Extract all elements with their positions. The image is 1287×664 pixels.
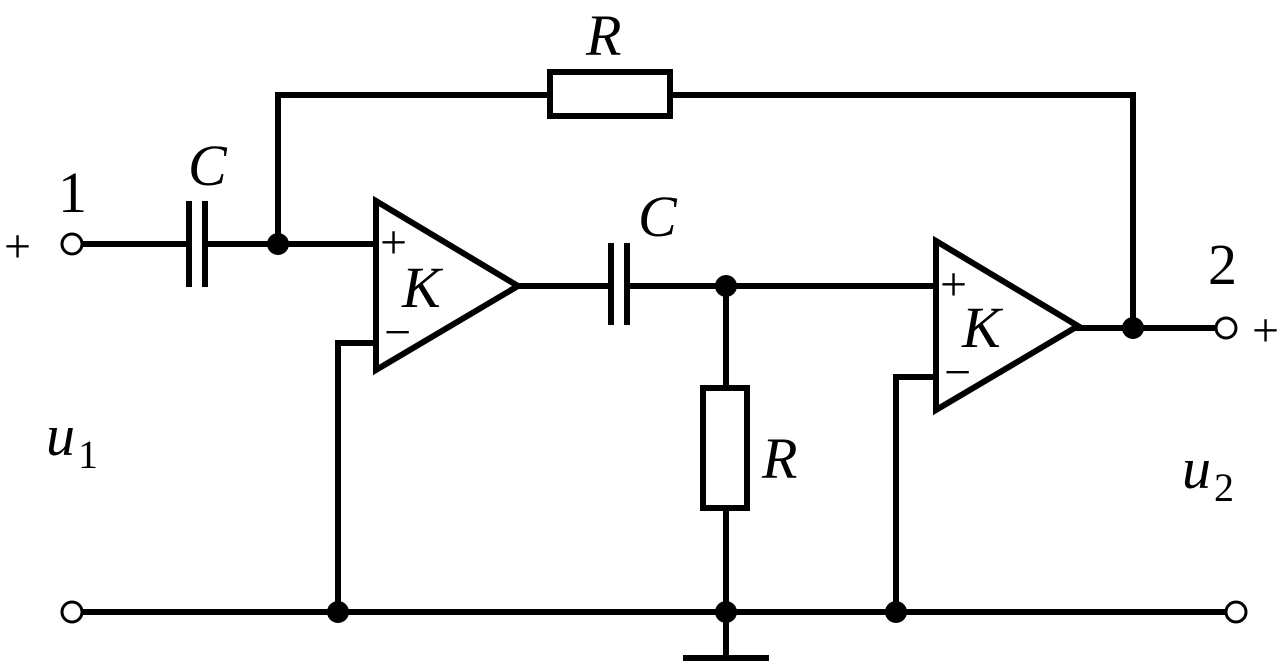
terminal-output-number: 2 [1208, 232, 1237, 297]
junction-node-gnd-1 [327, 601, 349, 623]
terminal-input-number: 1 [58, 160, 87, 225]
junction-node-gnd-3 [885, 601, 907, 623]
label-resistor-shunt: R [761, 426, 797, 491]
label-capacitor-input: C [188, 133, 228, 198]
terminal-input-sign: + [4, 220, 31, 273]
label-amplifier-1: K [401, 255, 444, 320]
opamp-1 [373, 195, 524, 376]
wire-feedback-right [667, 92, 1136, 331]
opamp-2-minus-sign: − [944, 346, 971, 399]
junction-node-out [1122, 317, 1144, 339]
voltage-label-input: u 1 [46, 403, 98, 477]
svg-text:2: 2 [1214, 465, 1234, 510]
junction-node-gnd-2 [715, 601, 737, 623]
opamp-1-plus-sign: + [380, 216, 407, 269]
junction-nodes [267, 233, 1144, 623]
opamp-1-minus-sign: − [384, 306, 411, 359]
wires [77, 92, 1229, 661]
resistor-feedback [547, 69, 673, 119]
terminal-input [60, 232, 84, 256]
opamp-2-plus-sign: + [940, 258, 967, 311]
terminal-input-ground [60, 600, 84, 624]
svg-text:u: u [1182, 436, 1211, 501]
label-resistor-feedback: R [585, 3, 621, 68]
capacitor-coupling [608, 243, 630, 325]
terminal-output [1214, 316, 1238, 340]
wire-opamp2-minus [893, 374, 939, 615]
svg-text:1: 1 [78, 432, 98, 477]
wire-feedback-left [275, 92, 553, 247]
capacitor-input [186, 201, 208, 287]
label-amplifier-2: K [961, 295, 1004, 360]
wire-opamp1-minus [335, 340, 379, 615]
terminal-output-sign: + [1252, 304, 1279, 357]
label-capacitor-coupling: C [638, 184, 678, 249]
junction-node-a [267, 233, 289, 255]
voltage-label-output: u 2 [1182, 436, 1234, 510]
junction-node-b [715, 275, 737, 297]
svg-text:u: u [46, 403, 75, 468]
opamp-2 [933, 235, 1084, 416]
terminal-output-ground [1224, 600, 1248, 624]
resistor-shunt [700, 385, 750, 511]
